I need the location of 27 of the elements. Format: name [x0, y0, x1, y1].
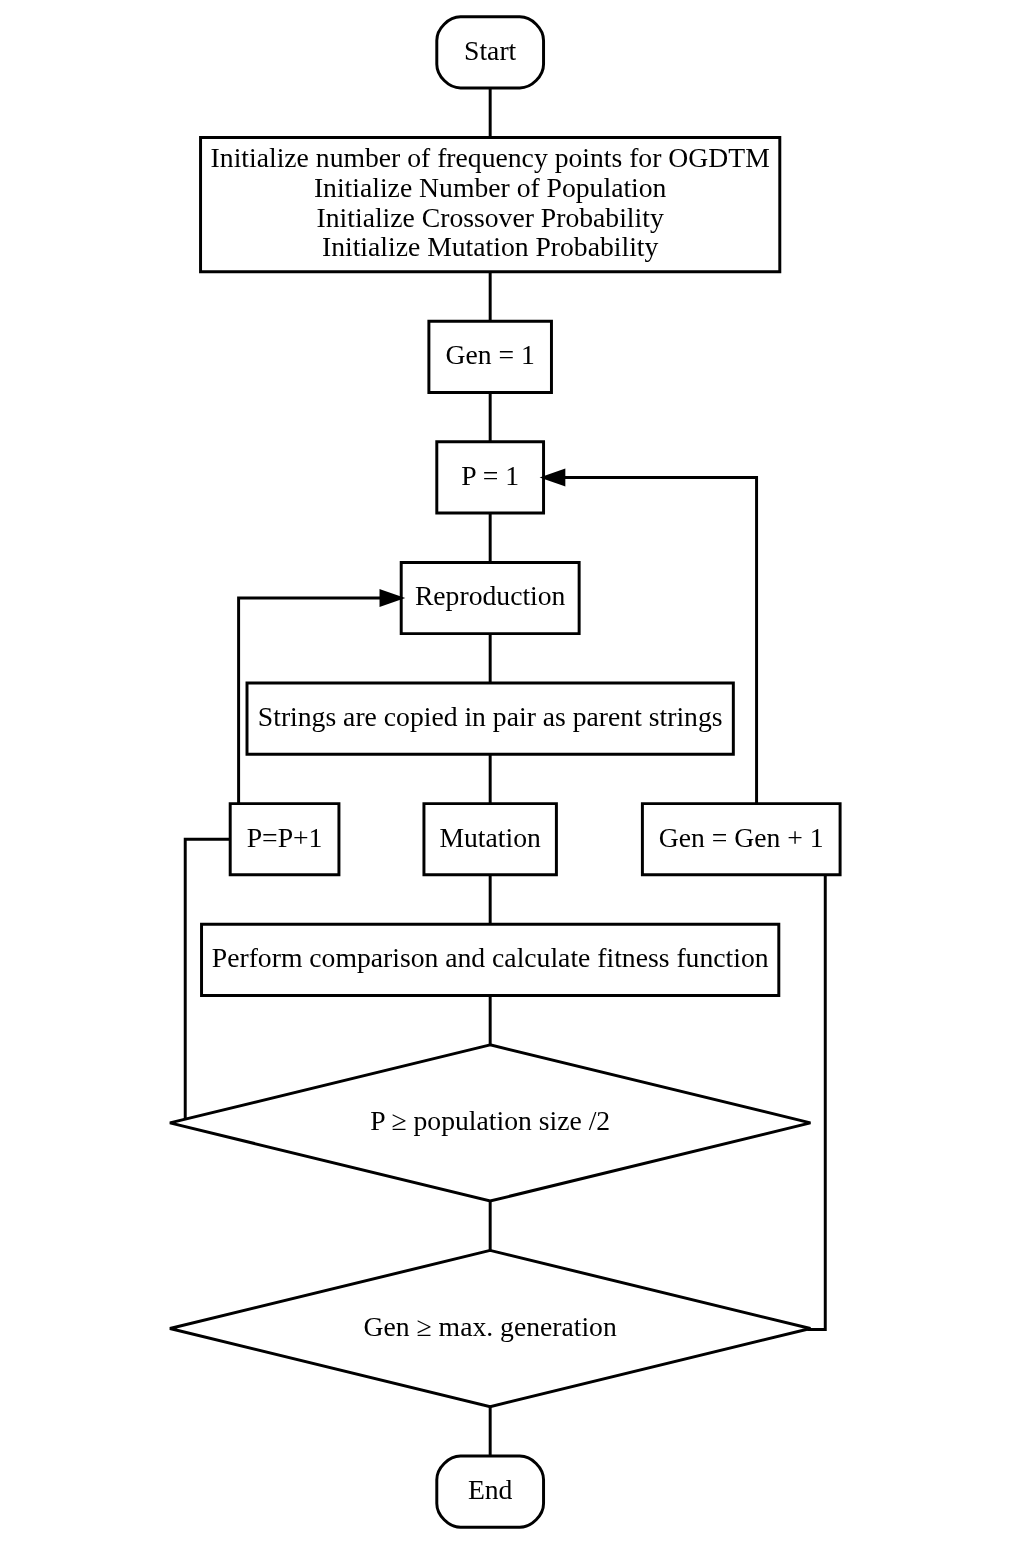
node-box: Mutation: [421, 802, 558, 877]
node-box: P = 1: [434, 440, 545, 515]
arrow: [236, 589, 405, 804]
connector: [488, 1201, 492, 1251]
node-diamond: P ≥ population size /2: [167, 1043, 812, 1203]
connector: [488, 393, 492, 442]
connector: [488, 754, 492, 804]
connector: [488, 875, 492, 924]
arrow: [539, 468, 758, 804]
node-box: Start: [434, 15, 545, 90]
connector: [488, 272, 492, 321]
connector: [806, 875, 827, 1331]
connector: [488, 634, 492, 683]
node-box: Initialize number of frequency points for OGDTM Initialize Number of Population Initialize Crossover Probability Initialize Mutation Probability: [198, 135, 781, 274]
connector: [488, 513, 492, 562]
connector: [488, 88, 492, 138]
connector: [488, 1407, 492, 1456]
node-box: End: [434, 1454, 545, 1529]
node-box: P=P+1: [228, 802, 340, 877]
node-box: Perform comparison and calculate fitness function: [199, 922, 780, 997]
connector: [183, 837, 230, 1119]
node-diamond: Gen ≥ max. generation: [167, 1248, 812, 1409]
node-box: Strings are copied in pair as parent strings: [245, 681, 735, 756]
node-box: Reproduction: [399, 560, 581, 636]
node-box: Gen = Gen + 1: [640, 802, 842, 877]
connector: [488, 996, 492, 1045]
node-box: Gen = 1: [426, 319, 553, 394]
